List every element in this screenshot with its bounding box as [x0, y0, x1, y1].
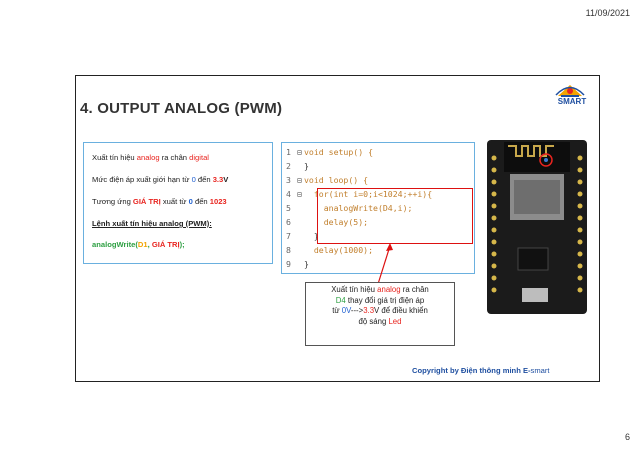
info-line-3: Tương ứng GIÁ TRỊ xuất từ 0 đến 1023	[92, 197, 227, 206]
code-box: 1⊟void setup() { 2} 3⊟void loop() { 4⊟ f…	[281, 142, 475, 274]
info-line-4: Lệnh xuất tín hiệu analog (PWM):	[92, 219, 212, 228]
smart-logo-icon	[555, 85, 585, 97]
note-line-1: Xuất tín hiệu analog ra chân	[331, 285, 429, 294]
slide-title: 4. OUTPUT ANALOG (PWM)	[80, 100, 283, 117]
code-line: 7 }	[286, 231, 319, 241]
code-line: 3⊟void loop() {	[286, 175, 369, 185]
nodemcu-board-icon	[487, 140, 587, 314]
info-line-5: analogWrite(D1, GIÁ TRỊ);	[92, 240, 185, 249]
info-box: Xuất tín hiệu analog ra chân digital Mức…	[83, 142, 273, 264]
page-number: 6	[624, 432, 630, 442]
highlight-box	[317, 188, 473, 244]
code-line: 8 delay(1000);	[286, 245, 374, 255]
info-line-2: Mức điện áp xuất giới hạn từ 0 đến 3.3V	[92, 175, 229, 184]
note-line-3: từ 0V--->3.3V để điều khiển	[332, 306, 428, 315]
note-line-4: độ sáng Led	[358, 316, 402, 326]
logo-text: SMART	[557, 97, 587, 106]
copyright-footer: Copyright by Điện thông minh E-smart	[412, 366, 550, 375]
callout-note: Xuất tín hiệu analog ra chân D4 thay đổi…	[305, 282, 455, 346]
code-line: 6 delay(5);	[286, 217, 369, 227]
code-line: 9}	[286, 259, 309, 269]
arrow-icon	[377, 243, 393, 285]
code-line: 1⊟void setup() {	[286, 147, 374, 157]
date-label: 11/09/2021	[585, 8, 630, 18]
code-line: 5 analogWrite(D4,i);	[286, 203, 413, 213]
note-line-2: D4 thay đổi giá trị điện áp	[335, 295, 425, 305]
code-line: 4⊟ for(int i=0;i<1024;++i){	[286, 189, 433, 199]
info-line-1: Xuất tín hiệu analog ra chân digital	[92, 153, 209, 162]
code-line: 2}	[286, 161, 309, 171]
